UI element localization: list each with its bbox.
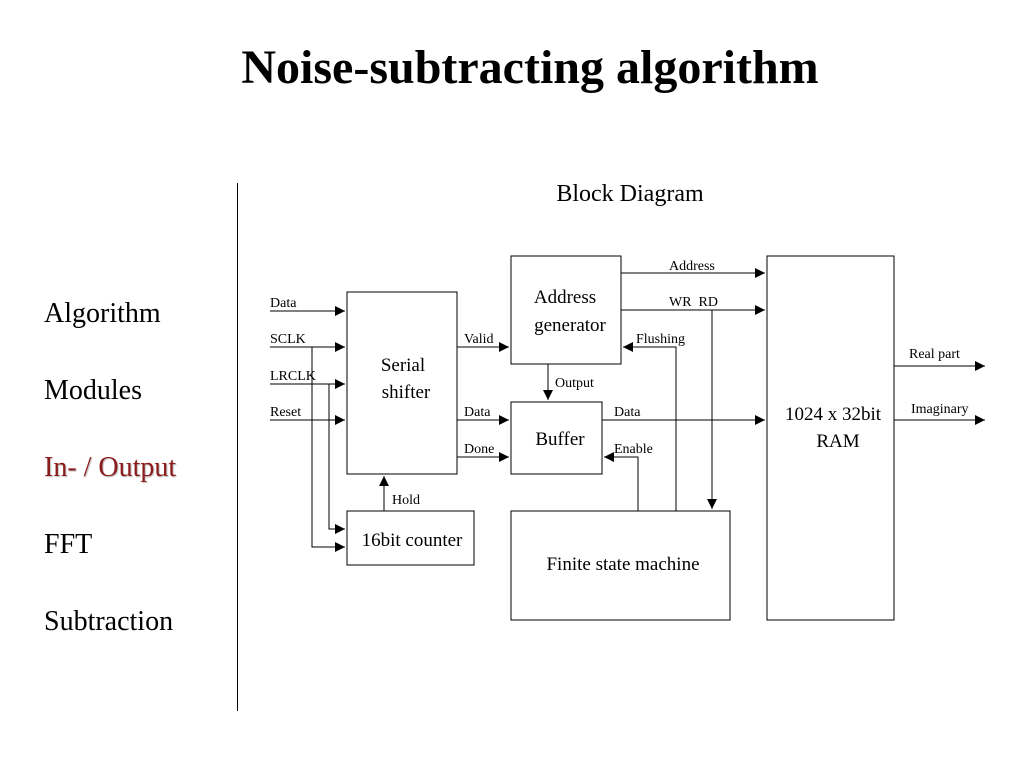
lrclk-label: LRCLK: [270, 369, 316, 384]
page-title: Noise-subtracting algorithm: [241, 41, 819, 94]
serial-shifter-label-1: Serial: [381, 355, 425, 376]
address-generator-label-2: generator: [534, 315, 606, 336]
real-part-label: Real part: [909, 347, 960, 362]
buffer-label: Buffer: [535, 429, 585, 450]
nav-item-subtraction[interactable]: Subtraction: [44, 606, 174, 637]
address-label: Address: [669, 259, 715, 274]
hold-label: Hold: [392, 493, 420, 508]
shift-data-label: Data: [464, 405, 491, 420]
fsm-label: Finite state machine: [546, 554, 699, 575]
nav-item-in-output[interactable]: In- / Output: [44, 452, 177, 483]
output-label: Output: [555, 376, 594, 391]
fsm-block: Finite state machine: [510, 510, 731, 621]
done-label: Done: [464, 442, 494, 457]
flushing-arrow: [623, 342, 677, 511]
ram-block: 1024 x 32bit RAM: [766, 255, 895, 621]
counter-label: 16bit counter: [362, 530, 463, 551]
nav-item-modules[interactable]: Modules: [44, 375, 142, 406]
diagram-caption: Block Diagram: [556, 181, 704, 207]
enable-label: Enable: [614, 442, 653, 457]
address-generator-label-1: Address: [534, 287, 596, 308]
ram-label-1: 1024 x 32bit: [785, 404, 882, 425]
wr-rd-label: WR RD: [669, 295, 718, 310]
imaginary-label: Imaginary: [911, 402, 969, 417]
enable-arrow: [604, 452, 639, 511]
flushing-label: Flushing: [636, 332, 685, 347]
lrclk-to-counter-arrow: [328, 384, 345, 534]
valid-label: Valid: [464, 332, 494, 347]
serial-shifter-label-2: shifter: [382, 382, 431, 403]
sclk-label: SCLK: [270, 332, 306, 347]
counter-block: 16bit counter: [346, 510, 475, 566]
nav-item-algorithm[interactable]: Algorithm: [44, 298, 161, 329]
address-generator-block: Address generator: [510, 255, 622, 365]
buffer-data-label: Data: [614, 405, 641, 420]
vertical-divider: [237, 183, 238, 711]
serial-shifter-block: Serial shifter: [346, 291, 458, 475]
ram-label-2: RAM: [816, 431, 859, 452]
sclk-to-counter-arrow: [311, 347, 345, 552]
buffer-block: Buffer: [510, 401, 603, 475]
nav-item-fft[interactable]: FFT: [44, 529, 93, 560]
data-in-label: Data: [270, 296, 297, 311]
reset-label: Reset: [270, 405, 301, 420]
section-nav: Algorithm Modules In- / Output FFT Subtr…: [44, 292, 176, 677]
